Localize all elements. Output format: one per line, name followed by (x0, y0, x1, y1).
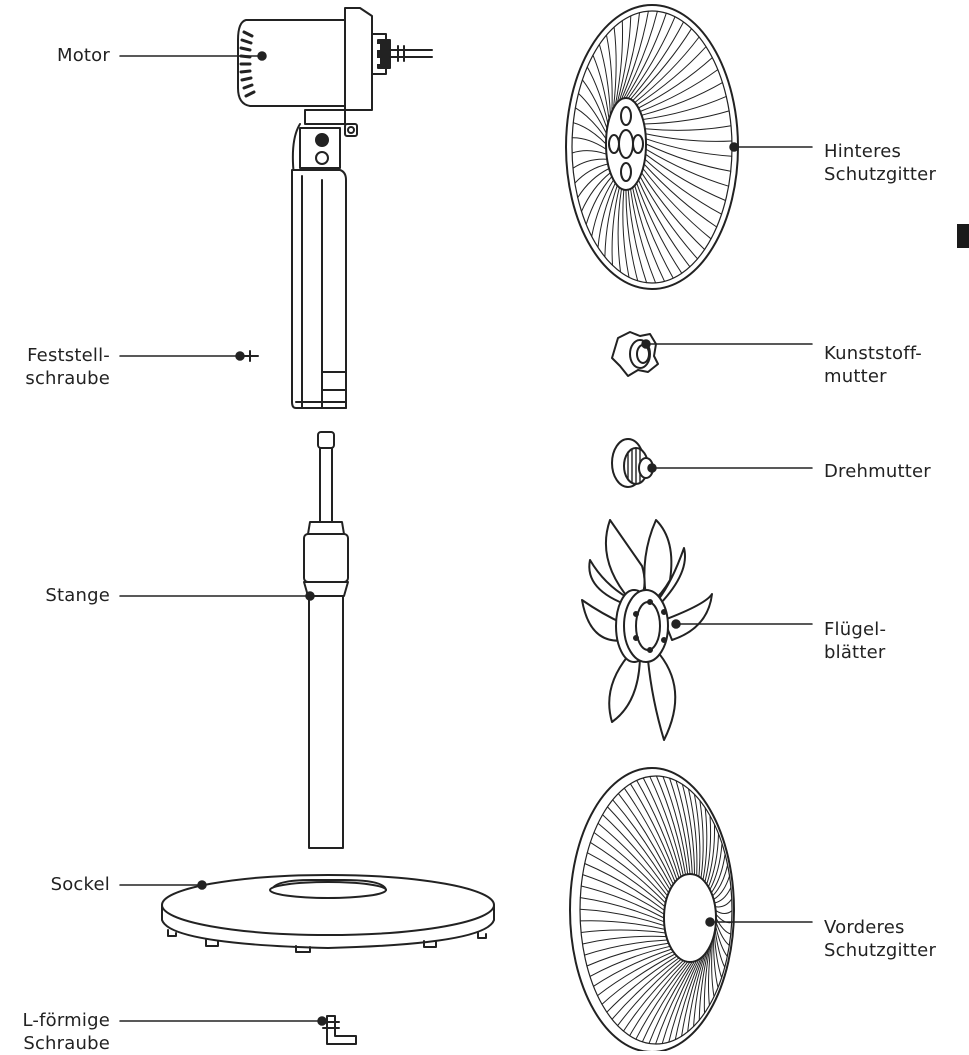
upper-housing (292, 124, 346, 408)
fan-blades-part (582, 520, 712, 740)
label-rear-guard: HinteresSchutzgitter (824, 140, 936, 186)
base-part (162, 875, 494, 952)
motor-part (238, 8, 432, 136)
l-screw-part (323, 1016, 356, 1044)
spinner-nut-part (612, 439, 653, 487)
label-pole: Stange (0, 584, 110, 607)
label-l-screw: L-förmigeSchraube (0, 1009, 110, 1055)
rear-guard-part (566, 5, 738, 289)
label-base: Sockel (0, 873, 110, 896)
label-spinner-nut: Drehmutter (824, 460, 931, 483)
page-edge-tab (957, 224, 969, 248)
plastic-nut-part (612, 332, 658, 376)
label-front-guard: VorderesSchutzgitter (824, 916, 936, 962)
label-plastic-nut: Kunststoff-mutter (824, 342, 922, 388)
lock-screw-part (243, 351, 258, 361)
label-lock-screw: Feststell-schraube (0, 344, 110, 390)
label-fan-blades: Flügel-blätter (824, 618, 886, 664)
pole-part (304, 432, 348, 848)
label-motor: Motor (0, 44, 110, 67)
front-guard-part (570, 768, 734, 1051)
